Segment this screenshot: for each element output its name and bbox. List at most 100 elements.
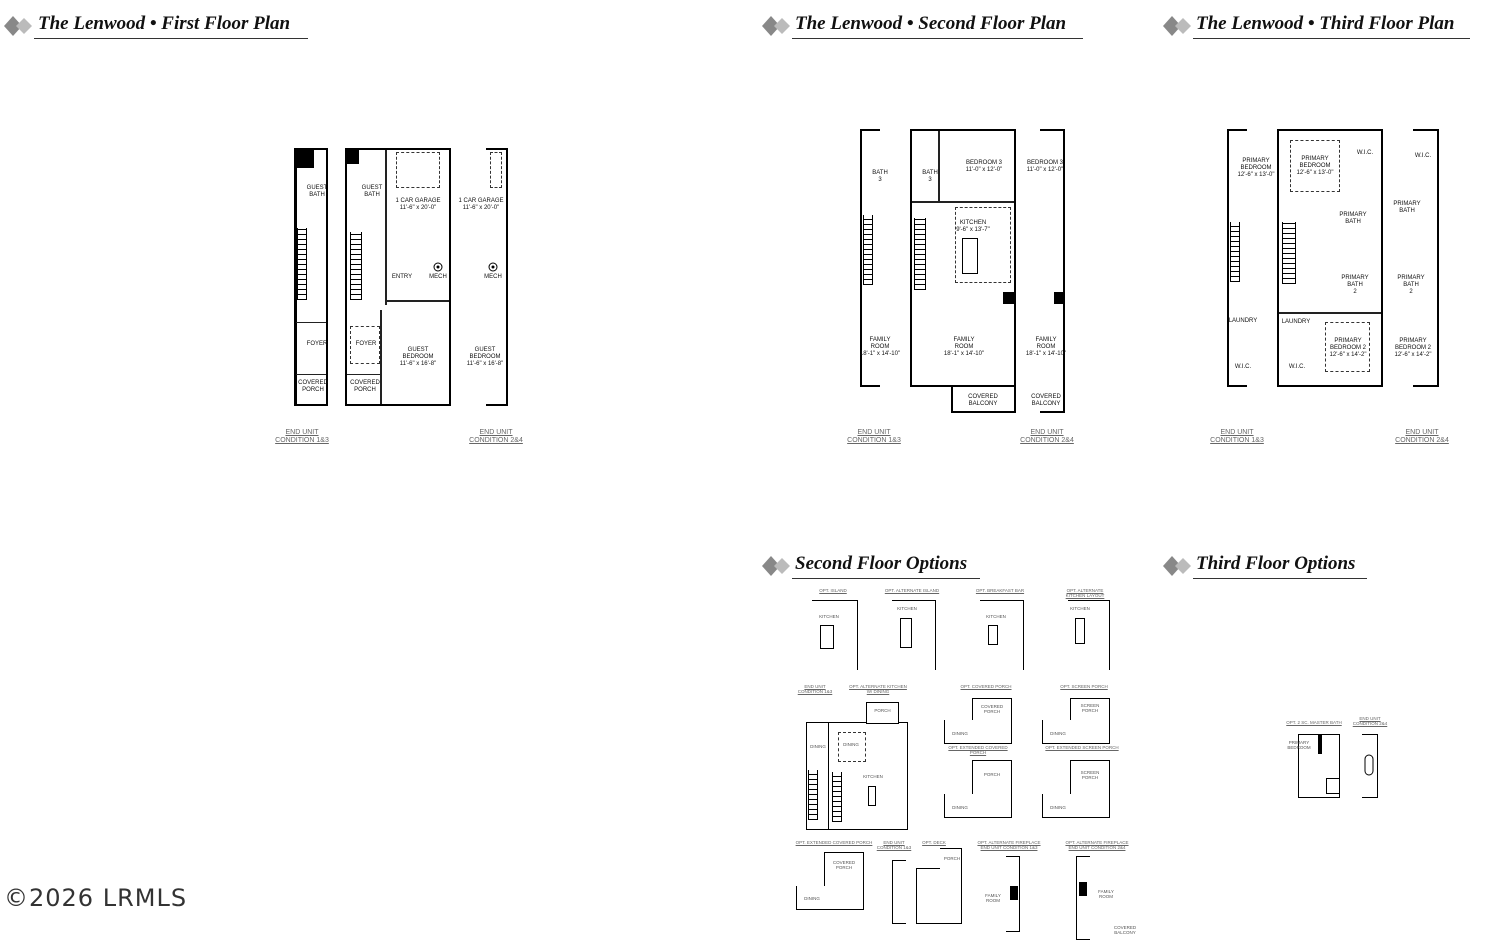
floor-plan-end-unit-c: [1413, 129, 1439, 387]
room-label: ENTRY: [391, 274, 413, 280]
option-plan: [980, 600, 1024, 670]
room-label: W.I.C.: [1414, 153, 1432, 159]
fireplace: [1079, 882, 1087, 896]
porch-outline: [824, 852, 864, 888]
porch-outline: [972, 698, 1012, 722]
option-caption: OPT. SCREEN PORCH: [1060, 684, 1108, 689]
room-label: DINING: [804, 896, 820, 901]
room-label: DINING: [810, 744, 826, 749]
porch-outline: [972, 760, 1012, 796]
water-heater-icon: [433, 262, 443, 272]
room-label: SCREEN PORCH: [1080, 770, 1100, 780]
room-label: DINING: [952, 805, 968, 810]
watermark: ©2026 LRMLS: [4, 884, 188, 912]
option-caption: OPT. 2 SC. MASTER BATH: [1286, 720, 1342, 725]
option-caption: END UNIT CONDITION 2&4: [1352, 716, 1388, 726]
plan-caption: END UNIT CONDITION 2&4: [469, 429, 523, 444]
title-underline: [792, 578, 980, 579]
header-second-floor: The Lenwood • Second Floor Plan: [762, 12, 1087, 42]
wall: [296, 148, 314, 168]
porch-outline: [866, 702, 899, 724]
option-caption: OPT. EXTENDED COVERED PORCH: [795, 840, 873, 845]
header-first-floor: The Lenwood • First Floor Plan: [4, 12, 309, 42]
page-title: The Lenwood • Second Floor Plan: [795, 13, 1067, 34]
floor-plan-end-unit-c: [486, 148, 508, 406]
option-plan: [944, 794, 1012, 818]
header-second-options: Second Floor Options: [762, 552, 987, 582]
stairs: [1282, 222, 1296, 284]
room-label: GUEST BATH: [361, 185, 383, 198]
title-underline: [1193, 38, 1470, 39]
room-label: BATH 3: [922, 170, 938, 183]
balcony-outline: [951, 387, 1016, 413]
wall: [1279, 312, 1381, 314]
room-label: COVERED PORCH: [832, 860, 856, 870]
tray-ceiling-outline: [1325, 322, 1370, 372]
room-label: PRIMARY BEDROOM 12'-6" x 13'-0": [1237, 158, 1275, 178]
room-label: FOYER: [306, 341, 328, 347]
kitchen-island: [1075, 618, 1085, 644]
room-label: COVERED BALCONY: [1113, 925, 1137, 935]
room-label: LAUNDRY: [1228, 318, 1258, 324]
room-label: FAMILY ROOM 18'-1" x 14'-10": [859, 337, 901, 357]
plan-caption: END UNIT CONDITION 2&4: [1020, 429, 1074, 444]
water-heater-icon: [488, 262, 498, 272]
floor-plan-end-unit-c: [1040, 129, 1065, 413]
option-caption: OPT. ALTERNATE KITCHEN W/ DINING: [849, 684, 907, 694]
option-plan: [892, 860, 906, 924]
diamond-logo-icon: [762, 16, 790, 36]
wall: [1318, 734, 1322, 754]
wall: [296, 374, 326, 375]
floor-plan-interior-unit: [345, 148, 451, 406]
diamond-logo-icon: [1163, 16, 1191, 36]
wall: [347, 150, 359, 164]
option-caption: OPT. ISLAND: [819, 588, 847, 593]
wall: [380, 310, 382, 404]
stairs: [832, 772, 842, 822]
plan-caption: END UNIT CONDITION 1&3: [1210, 429, 1264, 444]
option-plan: [1042, 794, 1110, 818]
room-label: KITCHEN 9'-6" x 13'-7": [956, 220, 990, 233]
page-title: The Lenwood • Third Floor Plan: [1196, 13, 1455, 34]
room-label: COVERED PORCH: [980, 704, 1004, 714]
option-plan: [944, 720, 1012, 744]
option-caption: OPT. ALTERNATE FIREPLACE END UNIT CONDIT…: [1065, 840, 1129, 850]
room-label: PRIMARY BATH 2: [1397, 275, 1425, 295]
stairs: [297, 228, 307, 300]
room-label: COVERED PORCH: [350, 380, 380, 393]
room-label: PORCH: [943, 856, 961, 861]
room-label: LAUNDRY: [1281, 319, 1311, 325]
room-label: GUEST BEDROOM 11'-6" x 16'-8": [466, 347, 504, 367]
garage-door-outline: [396, 152, 440, 188]
room-label: KITCHEN: [1070, 606, 1090, 611]
kitchen-outline: [955, 207, 1011, 283]
stairs: [914, 218, 926, 290]
kitchen-island: [988, 625, 998, 645]
plan-caption: END UNIT CONDITION 1&3: [275, 429, 329, 444]
room-label: PRIMARY BEDROOM 2 12'-6" x 14'-2": [1329, 338, 1367, 358]
header-third-options: Third Floor Options: [1163, 552, 1373, 582]
page-title: Second Floor Options: [795, 553, 968, 574]
room-label: GUEST BEDROOM 11'-6" x 16'-8": [399, 347, 437, 367]
room-label: MECH: [484, 274, 502, 280]
plan-caption: END UNIT CONDITION 1&3: [847, 429, 901, 444]
wall: [385, 150, 387, 305]
option-caption: OPT. ALTERNATE FIREPLACE END UNIT CONDIT…: [977, 840, 1041, 850]
diamond-logo-icon: [762, 556, 790, 576]
tray-ceiling-outline: [1290, 140, 1340, 192]
title-underline: [34, 38, 308, 39]
room-label: MECH: [429, 274, 447, 280]
room-label: 1 CAR GARAGE 11'-6" x 20'-0": [458, 198, 504, 211]
closet-outline: [350, 326, 380, 364]
tub-icon: [1364, 754, 1374, 776]
room-label: KITCHEN: [863, 774, 883, 779]
wall: [938, 131, 940, 203]
fireplace: [1003, 292, 1015, 304]
option-caption: END UNIT CONDITION 1&3: [797, 684, 833, 694]
page-title: Third Floor Options: [1196, 553, 1356, 574]
room-label: PORCH: [874, 708, 891, 713]
room-label: BEDROOM 3 11'-0" x 12'-0": [965, 160, 1003, 173]
room-label: COVERED BALCONY: [968, 394, 998, 407]
wall: [347, 374, 381, 375]
option-caption: OPT. COVERED PORCH: [960, 684, 1012, 689]
